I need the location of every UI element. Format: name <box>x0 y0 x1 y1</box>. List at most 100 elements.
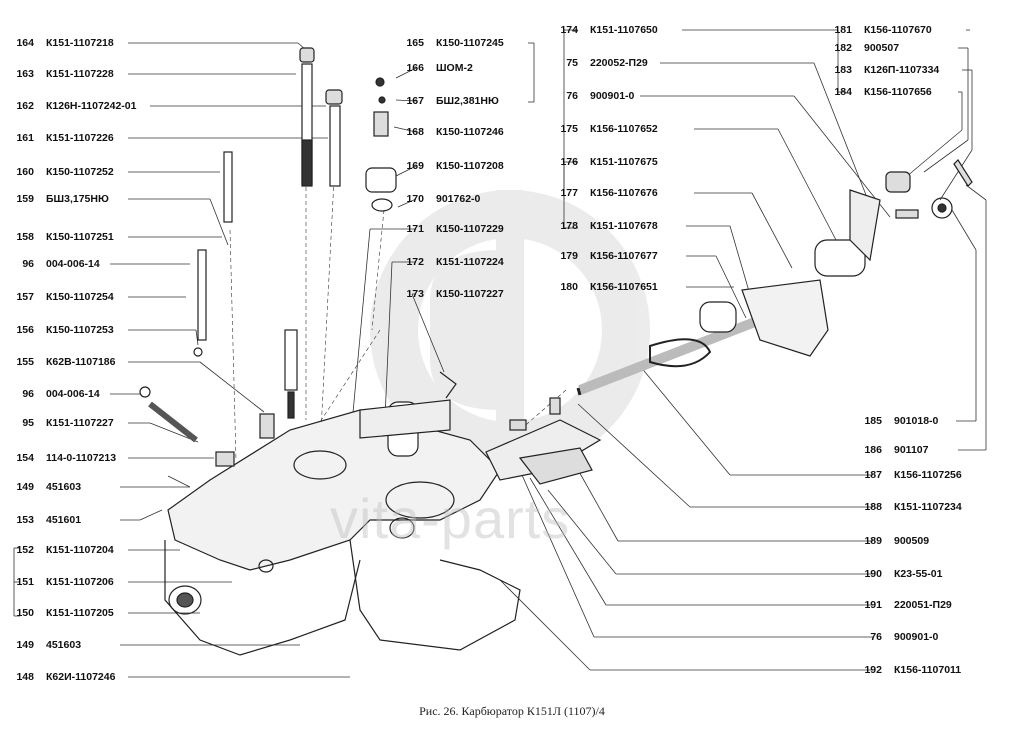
callout-number: 185 <box>864 415 882 427</box>
part-code: К156-1107651 <box>590 281 658 293</box>
part-code: К156-1107670 <box>864 24 932 36</box>
part-code: К151-1107205 <box>46 607 114 619</box>
part-code: К150-1107253 <box>46 324 114 336</box>
part-code: К151-1107234 <box>894 501 962 513</box>
callout-number: 174 <box>560 24 578 36</box>
part-code: 901762-0 <box>436 193 481 205</box>
watermark-text: vita-parts <box>330 487 571 550</box>
callout-number: 156 <box>16 324 34 336</box>
callout-label: 160 К150-1107252 <box>8 166 114 178</box>
callout-label: 168 К150-1107246 <box>398 126 504 138</box>
callout-number: 76 <box>566 90 578 102</box>
callout-number: 171 <box>406 223 424 235</box>
part-code: 900901-0 <box>894 631 939 643</box>
part-code: К150-1107227 <box>436 288 504 300</box>
callout-label: 190 К23-55-01 <box>856 568 942 580</box>
callout-number: 148 <box>16 671 34 683</box>
part-code: К23-55-01 <box>894 568 943 580</box>
callout-number: 168 <box>406 126 424 138</box>
callout-number: 149 <box>16 481 34 493</box>
part-code: 004-006-14 <box>46 388 100 400</box>
callout-number: 161 <box>16 132 34 144</box>
callout-number: 160 <box>16 166 34 178</box>
callout-number: 165 <box>406 37 424 49</box>
callout-label: 177 К156-1107676 <box>552 187 658 199</box>
part-code: 004-006-14 <box>46 258 100 270</box>
part-code: К151-1107650 <box>590 24 658 36</box>
callout-label: 153 451601 <box>8 514 81 526</box>
callout-number: 190 <box>864 568 882 580</box>
callout-number: 184 <box>834 86 852 98</box>
callout-number: 169 <box>406 160 424 172</box>
part-code: 451601 <box>46 514 82 526</box>
callout-label: 180 К156-1107651 <box>552 281 658 293</box>
callout-number: 189 <box>864 535 882 547</box>
callout-number: 157 <box>16 291 34 303</box>
callout-number: 151 <box>16 576 34 588</box>
callout-label: 76 900901-0 <box>856 631 938 643</box>
callout-label: 96 004-006-14 <box>8 388 100 400</box>
callout-number: 179 <box>560 250 578 262</box>
callout-number: 153 <box>16 514 34 526</box>
part-code: К150-1107246 <box>436 126 504 138</box>
part-code: К156-1107652 <box>590 123 658 135</box>
callout-number: 96 <box>22 388 34 400</box>
figure-caption: Рис. 26. Карбюратор К151Л (1107)/4 <box>419 704 605 718</box>
part-code: К156-1107676 <box>590 187 658 199</box>
part-code: К151-1107218 <box>46 37 114 49</box>
callout-number: 167 <box>406 95 424 107</box>
callout-label: 165 К150-1107245 <box>398 37 504 49</box>
part-code: К151-1107678 <box>590 220 658 232</box>
part-code: 451603 <box>46 481 82 493</box>
part-code: К150-1107251 <box>46 231 114 243</box>
part-code: ШОМ-2 <box>436 62 473 74</box>
part-code: К151-1107227 <box>46 417 114 429</box>
part-code: К151-1107206 <box>46 576 114 588</box>
callout-number: 166 <box>406 62 424 74</box>
part-code: К150-1107245 <box>436 37 504 49</box>
callout-number: 180 <box>560 281 578 293</box>
callout-label: 167 БШ2,381НЮ <box>398 95 499 107</box>
callout-number: 183 <box>834 64 852 76</box>
part-code: К156-1107011 <box>894 664 962 676</box>
part-code: К150-1107252 <box>46 166 114 178</box>
part-code: 114-0-1107213 <box>46 452 117 464</box>
part-code: БШ2,381НЮ <box>436 95 499 107</box>
callout-number: 76 <box>870 631 882 643</box>
part-code: 901107 <box>894 444 929 456</box>
callout-label: 156 К150-1107253 <box>8 324 114 336</box>
part-code: К151-1107675 <box>590 156 658 168</box>
callout-number: 177 <box>560 187 578 199</box>
part-code: К150-1107254 <box>46 291 114 303</box>
callout-number: 191 <box>864 599 882 611</box>
part-code: 451603 <box>46 639 82 651</box>
part-code: 900901-0 <box>590 90 635 102</box>
callout-label: 171 К150-1107229 <box>398 223 504 235</box>
part-code: К150-1107229 <box>436 223 504 235</box>
part-code: К156-1107656 <box>864 86 932 98</box>
